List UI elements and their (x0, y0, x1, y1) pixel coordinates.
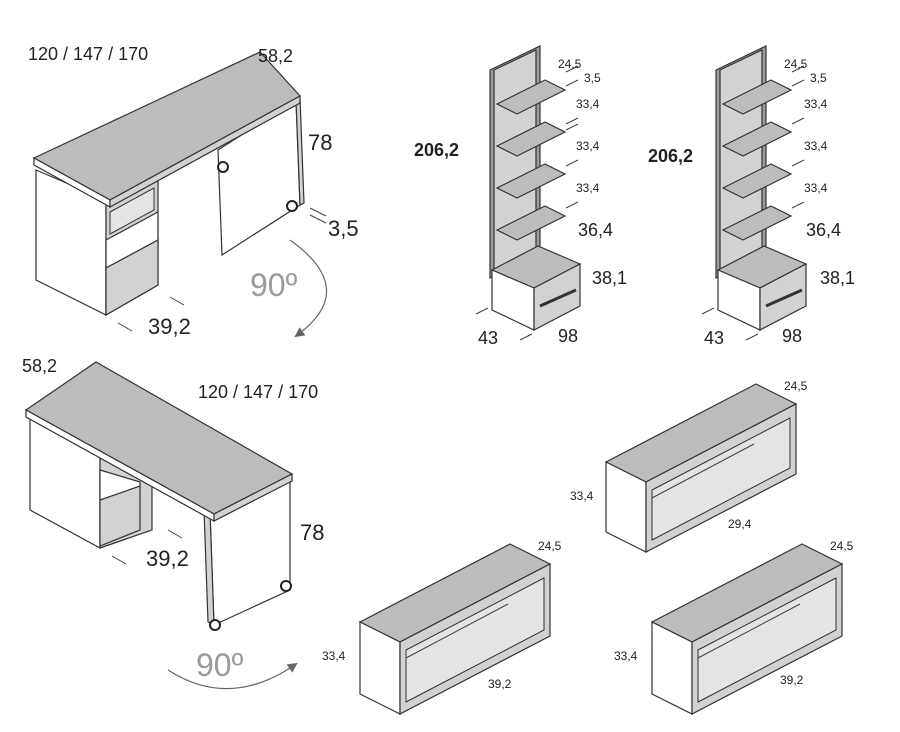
bookcase-right-gap4-label: 36,4 (806, 220, 841, 240)
shelf-bottom-right-width-label: 39,2 (780, 673, 804, 687)
bookcase-right-drawing: 206,2 24,5 3,5 33,4 33,4 33,4 36,4 38,1 … (648, 45, 855, 348)
desk-top-widths-label: 120 / 147 / 170 (28, 44, 148, 64)
bookcase-right-shelf-4 (721, 205, 793, 241)
desk-top-depth-label: 58,2 (258, 46, 293, 66)
shelf-bottom-mid-height-label: 33,4 (322, 649, 346, 663)
shelf-bottom-right-inner-line (697, 603, 801, 659)
desk-top-dim-tick-2 (309, 214, 327, 224)
bookcase-right-gap2-label: 33,4 (804, 139, 828, 153)
shelf-top-right-inner-line (651, 443, 755, 499)
desk-top-drawing: 120 / 147 / 170 58,2 78 3,5 39,2 90º (28, 44, 359, 339)
bookcase-left-tick-3 (565, 117, 579, 125)
bookcase-right-drawer-handle (765, 288, 803, 308)
desk-top-dim-tick-3 (169, 296, 185, 306)
bookcase-left-depth-label: 43 (478, 328, 498, 348)
desk-bottom-wheel-2 (280, 580, 292, 592)
bookcase-right-thickness-label: 3,5 (810, 71, 827, 85)
bookcase-left-height-label: 206,2 (414, 140, 459, 160)
desk-bottom-height-label: 78 (300, 520, 324, 545)
bookcase-left-tick-4 (565, 123, 579, 131)
bookcase-left-tick-5 (565, 159, 579, 167)
bookcase-left-tick-7 (475, 307, 489, 315)
bookcase-left-tick-8 (519, 333, 533, 341)
bookcase-right-tick-6 (701, 307, 715, 315)
desk-top-surface-edge-side (109, 94, 301, 209)
bookcase-left-shelf-2 (495, 121, 567, 157)
shelf-top-right-depth-label: 24,5 (784, 379, 808, 393)
shelf-bottom-mid-inner-line (405, 603, 509, 659)
bookcase-left-shelf-1 (495, 79, 567, 115)
desk-bottom-rotation-label: 90º (196, 647, 244, 683)
desk-top-thickness-label: 3,5 (328, 216, 359, 241)
desk-top-dim-tick-1 (309, 207, 327, 217)
bookcase-left-thickness-label: 3,5 (584, 71, 601, 85)
shelf-bottom-mid-depth-label: 24,5 (538, 539, 562, 553)
bookcase-right-shelf-3 (721, 163, 793, 199)
bookcase-right-tick-2 (791, 79, 805, 87)
desk-bottom-rotation-arrow (167, 662, 298, 690)
desk-bottom-wheel-1 (209, 619, 221, 631)
bookcase-left-tick-6 (565, 201, 579, 209)
desk-top-drawer-lower (105, 238, 159, 317)
bookcase-left-gap1-label: 33,4 (576, 97, 600, 111)
bookcase-right-tick-1 (791, 65, 805, 73)
bookcase-left-width-label: 98 (558, 326, 578, 346)
desk-bottom-drawer-lower (99, 485, 141, 547)
bookcase-left-drawing: 206,2 24,5 3,5 33,4 33,4 33,4 36,4 38,1 … (414, 45, 627, 348)
bookcase-right-gap1-label: 33,4 (804, 97, 828, 111)
bookcase-left-shelf-4 (495, 205, 567, 241)
shelf-bottom-right-opening (697, 577, 837, 703)
shelf-bottom-mid-opening (405, 577, 545, 703)
desk-top-dim-tick-4 (117, 322, 133, 332)
shelf-bottom-mid-drawing: 24,5 33,4 39,2 (322, 539, 562, 715)
bookcase-left-drawer-handle (539, 288, 577, 308)
bookcase-right-tick-7 (745, 333, 759, 341)
shelf-bottom-right-drawing: 24,5 33,4 39,2 (614, 539, 854, 715)
shelf-top-right-width-label: 29,4 (728, 517, 752, 531)
bookcase-left-tick-2 (565, 79, 579, 87)
bookcase-right-depth-label: 43 (704, 328, 724, 348)
bookcase-left-top-depth-label: 24,5 (558, 57, 582, 71)
bookcase-right-gap3-label: 33,4 (804, 181, 828, 195)
shelf-bottom-right-depth-label: 24,5 (830, 539, 854, 553)
desk-top-rotation-arrow (289, 239, 328, 338)
bookcase-right-top-depth-label: 24,5 (784, 57, 808, 71)
desk-top-pedestal-label: 39,2 (148, 314, 191, 339)
shelf-top-right-drawing: 24,5 33,4 29,4 (570, 379, 808, 553)
bookcase-right-height-label: 206,2 (648, 146, 693, 166)
desk-bottom-dim-tick-2 (111, 555, 127, 565)
desk-top-wheel-1 (217, 161, 229, 173)
bookcase-right-width-label: 98 (782, 326, 802, 346)
bookcase-right-base-label: 38,1 (820, 268, 855, 288)
desk-top-pedestal-niche (109, 187, 155, 235)
bookcase-left-base-label: 38,1 (592, 268, 627, 288)
bookcase-left-gap2-label: 33,4 (576, 139, 600, 153)
desk-top-wheel-2 (286, 200, 298, 212)
bookcase-right-tick-5 (791, 201, 805, 209)
desk-bottom-drawing: 58,2 120 / 147 / 170 78 39,2 90º (22, 356, 324, 690)
desk-bottom-dim-tick-1 (167, 529, 183, 539)
desk-bottom-pedestal-label: 39,2 (146, 546, 189, 571)
bookcase-left-gap3-label: 33,4 (576, 181, 600, 195)
bookcase-left-gap4-label: 36,4 (578, 220, 613, 240)
bookcase-left-shelf-3 (495, 163, 567, 199)
desk-bottom-surface-edge-side (213, 473, 293, 522)
bookcase-right-tick-3 (791, 117, 805, 125)
shelf-top-right-height-label: 33,4 (570, 489, 594, 503)
desk-bottom-widths-label: 120 / 147 / 170 (198, 382, 318, 402)
shelf-bottom-mid-width-label: 39,2 (488, 677, 512, 691)
desk-top-rotation-label: 90º (250, 267, 298, 303)
desk-top-height-label: 78 (308, 130, 332, 155)
shelf-top-right-opening (651, 417, 791, 541)
shelf-bottom-right-height-label: 33,4 (614, 649, 638, 663)
bookcase-right-shelf-2 (721, 121, 793, 157)
bookcase-left-tick-1 (565, 65, 579, 73)
desk-bottom-depth-label: 58,2 (22, 356, 57, 376)
bookcase-right-tick-4 (791, 159, 805, 167)
bookcase-right-shelf-1 (721, 79, 793, 115)
